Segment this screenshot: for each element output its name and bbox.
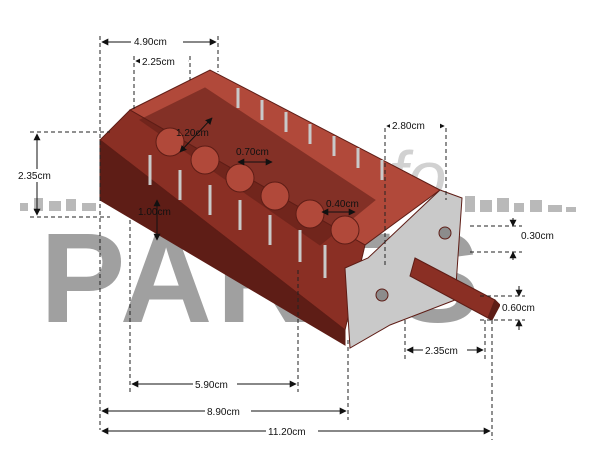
appliance-icon <box>566 207 576 212</box>
label-top-width: 4.90cm <box>134 37 167 48</box>
mounting-hole <box>375 288 389 302</box>
appliance-icon <box>66 199 76 211</box>
label-bg <box>390 119 440 132</box>
label-terminal-height: 1.00cm <box>138 207 171 218</box>
dimension-lines <box>33 38 523 435</box>
back-terminals <box>236 88 384 180</box>
label-shaft-length: 2.35cm <box>425 346 458 357</box>
label-flat-offset: 0.30cm <box>521 231 554 242</box>
label-terminal-gap-b: 0.40cm <box>326 199 359 210</box>
label-left-height: 2.35cm <box>18 171 51 182</box>
label-cam-spacing: 1.20cm <box>176 128 209 139</box>
label-bg <box>423 344 467 357</box>
label-bg <box>140 55 188 68</box>
label-front-plate: 2.80cm <box>392 121 425 132</box>
label-body-length: 5.90cm <box>195 380 228 391</box>
appliance-icon <box>465 196 475 212</box>
label-total-body: 8.90cm <box>207 407 240 418</box>
label-overall: 11.20cm <box>268 427 306 438</box>
front-terminals <box>148 155 327 278</box>
label-bg <box>500 301 544 314</box>
switch-body <box>99 69 501 349</box>
cam-shaft <box>155 127 360 245</box>
cam-disc <box>260 181 290 211</box>
mounting-hole <box>438 226 452 240</box>
dimension-labels: 4.90cm 2.25cm 2.35cm 1.20cm 0.70cm 0.40c… <box>16 35 563 438</box>
dim-line-cam-spacing <box>179 117 213 153</box>
appliance-icon <box>530 200 542 212</box>
mounting-plate <box>344 189 463 349</box>
label-terminal-gap-a: 0.70cm <box>236 147 269 158</box>
label-bg <box>16 169 60 182</box>
label-bg <box>266 425 318 438</box>
label-bg <box>193 378 237 391</box>
appliance-icon <box>82 203 96 211</box>
extension-lines <box>30 36 525 440</box>
label-shaft-diameter: 0.60cm <box>502 303 535 314</box>
cam-disc <box>330 215 360 245</box>
label-inner-width: 2.25cm <box>142 57 175 68</box>
appliance-icon <box>49 201 61 211</box>
appliance-icon <box>548 205 562 212</box>
label-bg <box>205 405 251 418</box>
appliance-icon <box>497 198 509 212</box>
appliance-icon <box>20 203 28 211</box>
appliance-icon <box>480 200 492 212</box>
appliance-icon <box>514 203 524 212</box>
label-bg <box>131 35 183 48</box>
label-bg <box>519 229 563 242</box>
